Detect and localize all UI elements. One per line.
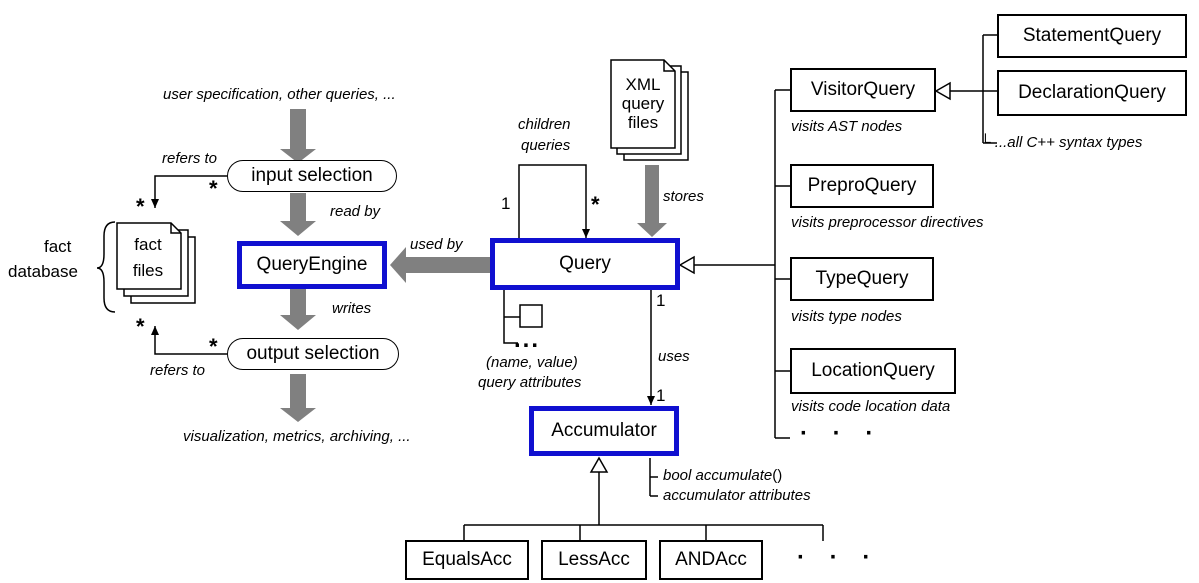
refers-to-output-label: refers to	[150, 362, 206, 379]
prepro-query-desc: visits preprocessor directives	[791, 214, 984, 231]
fact-output-multiplicity: *	[136, 314, 145, 339]
query-inheritance-tree	[678, 89, 790, 439]
visitor-query-box: VisitorQuery	[790, 68, 936, 112]
uses-target-multiplicity: 1	[656, 386, 666, 405]
uses-source-multiplicity: 1	[656, 291, 666, 310]
query-attributes-connector	[503, 289, 518, 344]
accumulator-method: bool accumulate()	[663, 467, 783, 484]
fact-files-icon	[116, 222, 196, 304]
children-parent-multiplicity: 1	[501, 194, 511, 213]
type-query-desc: visits type nodes	[791, 308, 902, 325]
equals-acc-box: EqualsAcc	[405, 540, 529, 580]
output-multiplicity: *	[209, 334, 218, 359]
xml-files-line2: query	[621, 94, 665, 113]
refers-to-output-connector	[151, 326, 227, 355]
read-by-label: read by	[330, 203, 381, 220]
statement-query-box: StatementQuery	[997, 14, 1187, 58]
used-by-label: used by	[410, 236, 463, 253]
query-engine-box: QueryEngine	[237, 241, 387, 289]
fact-database-label-line1: fact	[44, 237, 72, 256]
fact-input-multiplicity: *	[136, 194, 145, 219]
less-acc-box: LessAcc	[541, 540, 647, 580]
visitor-query-desc: visits AST nodes	[791, 118, 903, 135]
xml-files-line1: XML	[625, 75, 661, 94]
input-selection: input selection	[227, 160, 397, 192]
query-box: Query	[490, 238, 680, 290]
output-selection: output selection	[227, 338, 399, 370]
children-label-line1: children	[518, 116, 571, 133]
fact-files-label-line2: files	[132, 261, 164, 280]
children-queries-loop	[518, 164, 590, 240]
fact-database-label-line2: database	[8, 262, 78, 281]
uses-label: uses	[658, 348, 690, 365]
attribute-label-line2: query attributes	[478, 374, 582, 391]
children-multiplicity: *	[591, 192, 600, 217]
stores-arrow	[637, 165, 667, 237]
used-by-arrow	[390, 247, 492, 283]
syntax-types-note: └ ...all C++ syntax types	[980, 134, 1143, 151]
accumulator-box: Accumulator	[529, 406, 679, 456]
refers-to-input-label: refers to	[162, 150, 218, 167]
accumulator-inheritance-tree	[463, 456, 824, 541]
stores-label: stores	[663, 188, 704, 205]
input-sources-note: user specification, other queries, ...	[163, 86, 396, 103]
flow-arrow-engine-to-output	[280, 289, 316, 330]
type-query-box: TypeQuery	[790, 257, 934, 301]
accumulator-members-connector	[649, 458, 658, 497]
attribute-square	[519, 304, 543, 328]
attribute-more-dots: ...	[514, 326, 541, 353]
accumulator-more-dots: · · ·	[797, 544, 880, 571]
and-acc-box: ANDAcc	[659, 540, 763, 580]
children-label-line2: queries	[521, 137, 571, 154]
fact-files-label-line1: fact	[134, 235, 162, 254]
prepro-query-box: PreproQuery	[790, 164, 934, 208]
declaration-query-box: DeclarationQuery	[997, 70, 1187, 116]
flow-arrow-out-of-output	[280, 374, 316, 422]
accumulator-attributes-label: accumulator attributes	[663, 487, 811, 504]
refers-to-input-connector	[151, 175, 227, 208]
visitor-inheritance-tree	[934, 34, 997, 144]
location-query-box: LocationQuery	[790, 348, 956, 394]
attribute-label-line1: (name, value)	[486, 354, 578, 371]
flow-arrow-input-to-engine	[280, 193, 316, 236]
fact-database-brace	[96, 221, 116, 313]
xml-files-line3: files	[627, 113, 659, 132]
flow-arrow-into-input	[280, 109, 316, 163]
xml-files-icon	[610, 59, 689, 161]
writes-label: writes	[332, 300, 372, 317]
input-multiplicity: *	[209, 176, 218, 201]
output-targets-note: visualization, metrics, archiving, ...	[183, 428, 411, 445]
location-query-desc: visits code location data	[791, 398, 951, 415]
query-more-dots: · · ·	[800, 420, 883, 447]
